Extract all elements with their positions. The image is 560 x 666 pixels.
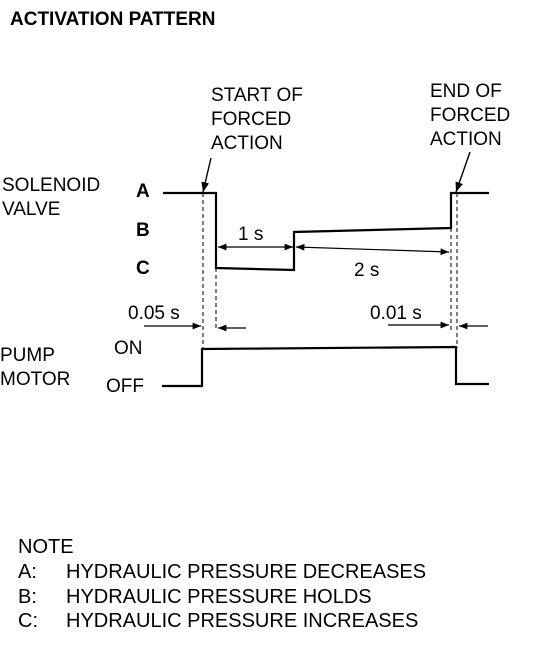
c-phase-duration: 1 s (238, 224, 264, 245)
level-c-label: C (136, 258, 150, 279)
note-key-a: A: (18, 561, 37, 583)
note-key-b: B: (18, 586, 37, 608)
end-annotation-line1: END OF (430, 81, 502, 102)
pump-off-label: OFF (106, 376, 144, 397)
start-leader-arrow (201, 157, 212, 193)
solenoid-label-line2: VALVE (2, 199, 61, 220)
b-phase-dimension (295, 243, 450, 256)
level-b-label: B (136, 220, 150, 241)
end-leader-arrow (455, 151, 471, 193)
start-annotation-line2: FORCED (211, 109, 292, 130)
note-key-c: C: (18, 610, 38, 632)
start-annotation-line1: START OF (211, 85, 303, 106)
note-text-c: HYDRAULIC PRESSURE INCREASES (66, 610, 419, 632)
diagram-title: ACTIVATION PATTERN (10, 9, 216, 30)
pump-label-line2: MOTOR (0, 369, 71, 390)
end-annotation-line2: FORCED (430, 105, 511, 126)
level-a-label: A (136, 181, 150, 202)
solenoid-label-line1: SOLENOID (2, 175, 101, 196)
b-phase-duration: 2 s (354, 260, 380, 281)
note-text-a: HYDRAULIC PRESSURE DECREASES (66, 561, 427, 583)
pump-on-label: ON (114, 338, 143, 359)
note-text-b: HYDRAULIC PRESSURE HOLDS (66, 586, 372, 608)
solenoid-waveform (163, 191, 489, 272)
pump-label-line1: PUMP (0, 345, 55, 366)
start-annotation-line3: ACTION (211, 133, 283, 154)
end-delay-duration: 0.01 s (370, 303, 422, 324)
start-delay-duration: 0.05 s (128, 303, 180, 324)
pump-waveform (162, 345, 489, 388)
note-heading: NOTE (18, 536, 74, 558)
end-annotation-line3: ACTION (430, 129, 502, 150)
